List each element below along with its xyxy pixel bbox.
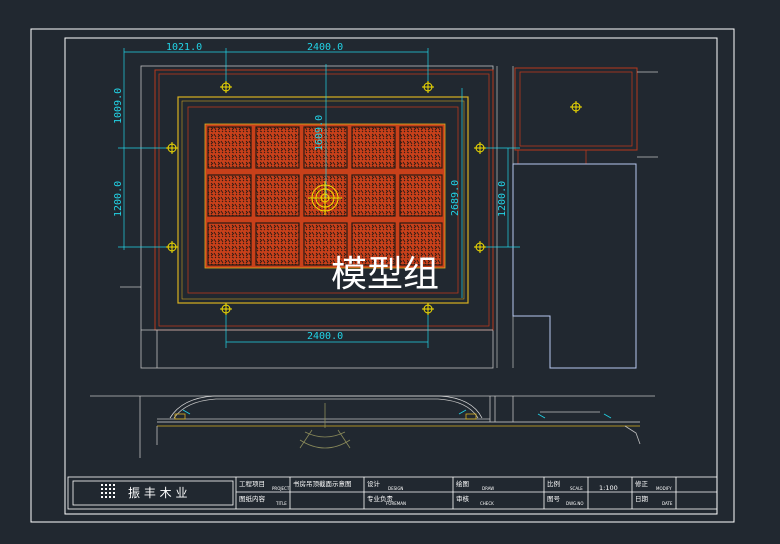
draw-value: DRAW bbox=[482, 486, 494, 491]
chandelier-elevation bbox=[299, 403, 351, 449]
ceiling-plan bbox=[140, 65, 494, 369]
dim-right-height: 2689.0 bbox=[450, 180, 461, 216]
dim-left-mid: 1200.0 bbox=[113, 181, 124, 217]
dim-top-width: 2400.0 bbox=[307, 42, 343, 53]
company-name: 振 丰 木 业 bbox=[128, 486, 187, 500]
dwg-value: DWG.NO bbox=[566, 501, 584, 506]
downlight-icon bbox=[220, 303, 232, 315]
company-logo bbox=[101, 484, 115, 498]
dim-center-vert: 1609.0 bbox=[314, 115, 325, 151]
downlight-icon bbox=[474, 142, 486, 154]
title-block bbox=[67, 476, 718, 510]
outer-frame bbox=[30, 28, 735, 523]
downlight-icon bbox=[422, 81, 434, 93]
inner-frame bbox=[64, 37, 718, 515]
downlight-icon bbox=[422, 303, 434, 315]
rev-value: MODIFY bbox=[656, 486, 672, 491]
content-value: TITLE bbox=[275, 501, 287, 506]
lead-value: FOREMAN bbox=[386, 501, 406, 506]
scale-value: 1:100 bbox=[599, 484, 618, 492]
lead-label: 专业负责 bbox=[367, 494, 394, 503]
section-view bbox=[90, 395, 655, 458]
downlight-icon bbox=[166, 142, 178, 154]
downlight-icon bbox=[570, 101, 582, 113]
rev-label: 修正 bbox=[635, 479, 649, 488]
project-label: 工程项目 bbox=[239, 479, 265, 488]
recess-gold-border bbox=[177, 96, 469, 304]
dwg-label: 图号 bbox=[547, 495, 561, 503]
chandelier-icon bbox=[308, 181, 342, 215]
downlight-icon bbox=[474, 241, 486, 253]
check-label: 审核 bbox=[456, 494, 470, 503]
scale-value-small: SCALE bbox=[570, 486, 583, 491]
dim-top-left: 1021.0 bbox=[166, 42, 202, 53]
side-room bbox=[120, 66, 658, 369]
wall-outline-blue bbox=[512, 163, 637, 369]
dim-right-mid: 1200.0 bbox=[497, 181, 508, 217]
project-value: PROJECT bbox=[272, 486, 290, 491]
content-label: 图纸内容 bbox=[239, 494, 266, 503]
dim-bottom-width: 2400.0 bbox=[307, 331, 343, 342]
dim-left-top: 1009.0 bbox=[113, 88, 124, 124]
downlight-icon bbox=[166, 241, 178, 253]
downlight-icon bbox=[220, 81, 232, 93]
date-value: DATE bbox=[662, 501, 673, 506]
scale-label: 比例 bbox=[547, 479, 560, 488]
date-label: 日期 bbox=[635, 495, 649, 503]
watermark: 模型组 bbox=[331, 254, 439, 295]
drawing-title: 书房吊顶截面示意图 bbox=[293, 479, 352, 488]
check-value: CHECK bbox=[480, 501, 494, 506]
design-label: 设计 bbox=[367, 479, 381, 488]
draw-label: 绘图 bbox=[456, 479, 469, 488]
design-value: DESIGN bbox=[388, 486, 403, 491]
lamp-icons bbox=[166, 81, 582, 315]
